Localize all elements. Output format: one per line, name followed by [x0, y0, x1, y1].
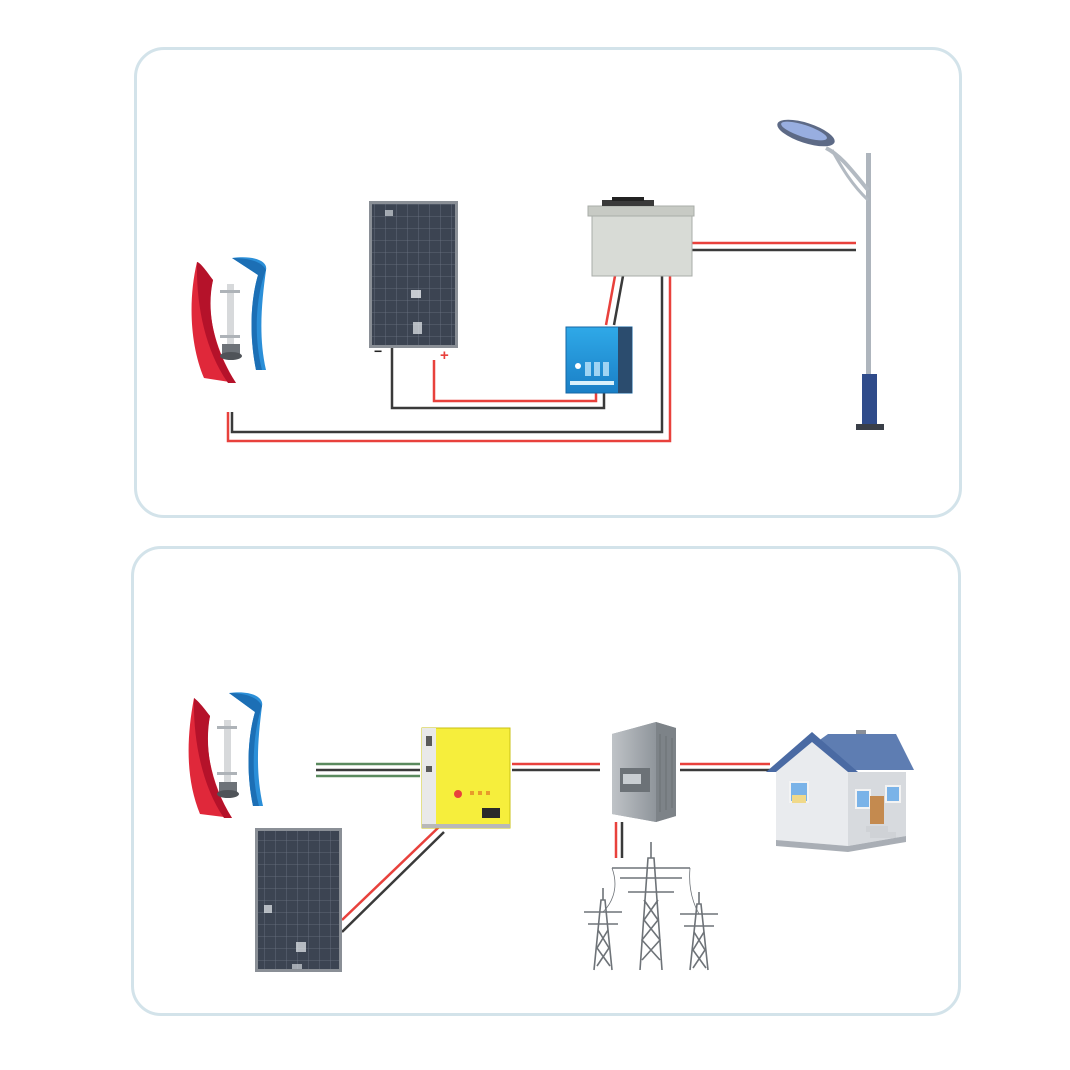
solar-panel-icon: − + [369, 201, 458, 364]
street-light-icon [777, 119, 884, 430]
grid-inverter-icon [612, 722, 676, 822]
solar-panel-icon [255, 828, 342, 972]
off-grid-diagram-panel [134, 47, 962, 518]
power-grid-towers-icon [584, 842, 718, 971]
controller-box-icon [421, 727, 511, 829]
vertical-wind-turbine-icon [191, 257, 267, 383]
negative-terminal-label: − [374, 343, 382, 359]
battery-icon [587, 197, 695, 277]
charge-controller-icon [565, 326, 633, 394]
bottom-wiring [316, 762, 770, 933]
vertical-wind-turbine-icon [188, 692, 263, 818]
house-icon [766, 730, 914, 852]
positive-terminal-label: + [440, 347, 449, 364]
top-wiring [226, 241, 856, 443]
